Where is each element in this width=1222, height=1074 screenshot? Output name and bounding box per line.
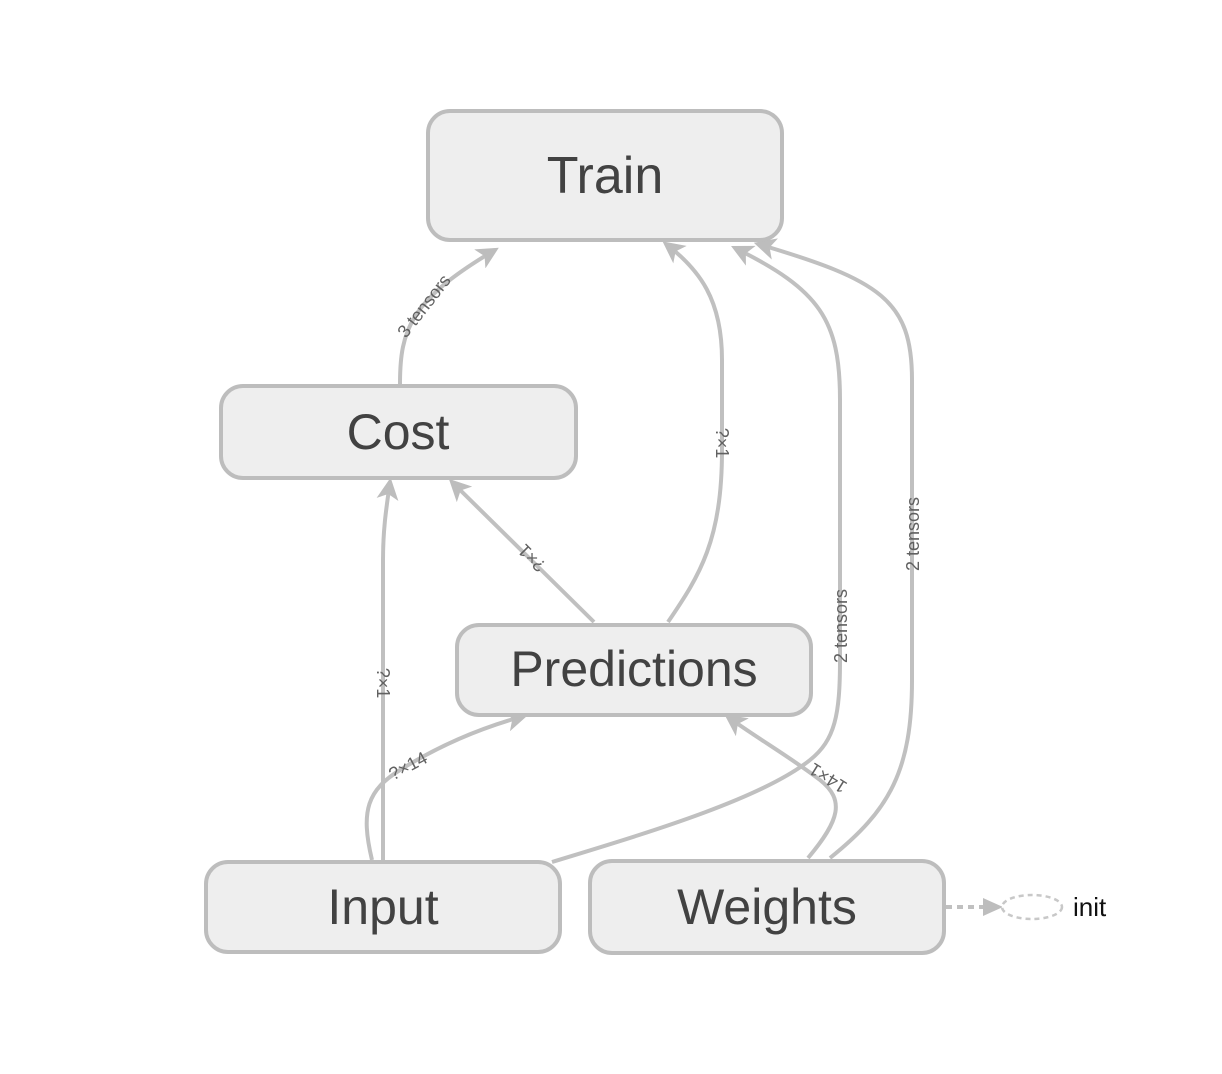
edge-weights-to-train[interactable]	[753, 238, 914, 860]
node-weights-label: Weights	[677, 879, 857, 935]
node-cost-label: Cost	[347, 404, 450, 460]
node-train[interactable]: Train	[426, 109, 784, 242]
edge-label-input-to-cost: ?×1	[373, 668, 393, 699]
node-input[interactable]: Input	[204, 860, 562, 954]
node-init[interactable]: init	[1000, 892, 1107, 922]
node-train-box	[426, 109, 784, 242]
init-arrowhead	[983, 898, 1003, 916]
node-cost-box	[219, 384, 578, 480]
node-weights[interactable]: Weights	[588, 859, 946, 955]
edge-predictions-to-train[interactable]	[662, 241, 724, 624]
node-init-label: init	[1073, 892, 1107, 922]
node-predictions-label: Predictions	[510, 641, 757, 697]
edge-label-input-to-predictions: ?×14	[385, 748, 430, 785]
node-train-label: Train	[547, 147, 664, 205]
node-input-label: Input	[327, 879, 438, 935]
edge-cost-to-train[interactable]	[398, 247, 499, 385]
init-ellipse-icon	[1000, 893, 1064, 921]
edge-label-weights-to-train: 2 tensors	[903, 497, 923, 571]
edge-predictions-to-cost[interactable]	[448, 478, 596, 624]
edge-label-weights-to-predictions: 14×1	[806, 759, 851, 797]
node-predictions-box	[455, 623, 813, 717]
node-predictions[interactable]: Predictions	[455, 623, 813, 717]
edge-weights-to-predictions[interactable]	[724, 714, 838, 860]
edge-input-to-cost[interactable]	[376, 477, 399, 860]
edge-label-cost-to-train: 3 tensors	[393, 271, 454, 342]
edge-input-to-train[interactable]	[551, 245, 842, 864]
node-cost[interactable]: Cost	[219, 384, 578, 480]
edge-input-to-predictions[interactable]	[364, 710, 529, 861]
node-weights-box	[588, 859, 946, 955]
edge-label-input-to-train: 2 tensors	[831, 589, 851, 663]
edge-label-predictions-to-train: ?×1	[712, 428, 732, 459]
node-input-box	[204, 860, 562, 954]
